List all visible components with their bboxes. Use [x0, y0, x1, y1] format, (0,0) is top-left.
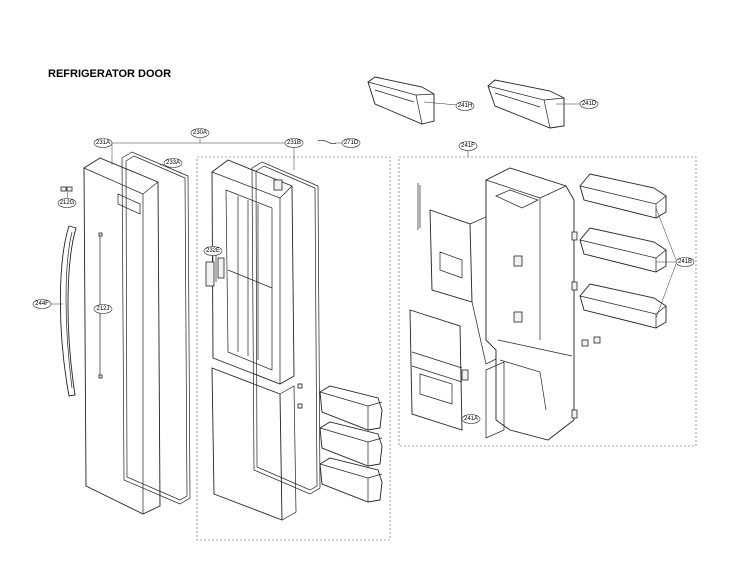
- callout-232E-label: 232E: [206, 248, 220, 254]
- callout-241F: 241F: [458, 141, 478, 151]
- callout-231A: 231A: [93, 138, 113, 148]
- callout-244F-label: 244F: [35, 301, 49, 307]
- callout-212J: 212J: [93, 304, 113, 314]
- left-door-231A: [83, 157, 161, 515]
- inner-liner-lower: [409, 183, 463, 431]
- callout-241F-label: 241F: [461, 143, 475, 149]
- handle-screws: [60, 186, 73, 192]
- callout-241B: 241B: [675, 257, 695, 267]
- callout-241H-label: 241H: [458, 103, 472, 109]
- callout-231B-label: 231B: [287, 140, 301, 146]
- callout-241A: 241A: [461, 414, 481, 424]
- callout-212J-label: 212J: [96, 306, 109, 312]
- small-bin-1: [319, 385, 383, 431]
- small-bin-2: [319, 421, 383, 467]
- diagram-title: REFRIGERATOR DOOR: [48, 68, 171, 80]
- inner-door-liner-241F: [461, 167, 578, 441]
- door-handle-244F: [59, 225, 77, 397]
- callout-241A-label: 241A: [464, 416, 478, 422]
- callout-233A-label: 233A: [166, 160, 180, 166]
- callout-241H: 241H: [455, 101, 475, 111]
- callout-241D: 241D: [579, 99, 599, 109]
- callout-241B-label: 241B: [678, 259, 692, 265]
- right-door-assembly-box: [196, 156, 391, 541]
- callout-233A: 233A: [163, 158, 183, 168]
- callout-231A-label: 231A: [96, 140, 110, 146]
- small-bin-3: [319, 457, 383, 503]
- bin-clips: [581, 336, 601, 347]
- door-bin-241D: [487, 79, 565, 129]
- right-door-gasket: [251, 161, 321, 495]
- callout-212G: 212G: [57, 198, 77, 208]
- wire-271D: [317, 139, 337, 145]
- callout-212G-label: 212G: [60, 200, 75, 206]
- door-bin-241B-top: [579, 173, 667, 219]
- door-gasket-233A: [121, 151, 191, 505]
- callout-230A: 230A: [190, 128, 210, 138]
- callout-271D: 271D: [341, 138, 361, 148]
- callout-271D-label: 271D: [344, 140, 359, 146]
- callout-241D-label: 241D: [582, 101, 597, 107]
- inner-door-assembly-box: [398, 156, 697, 447]
- callout-232E: 232E: [203, 246, 223, 256]
- inner-liner-upper: [429, 209, 503, 365]
- hinge-232E: [205, 254, 225, 287]
- callout-231B: 231B: [284, 138, 304, 148]
- door-bin-241H: [367, 76, 435, 125]
- right-door-frame-231B: [211, 159, 303, 521]
- callout-230A-label: 230A: [193, 130, 207, 136]
- door-bin-241B-middle: [579, 227, 667, 273]
- door-bin-241B-bottom: [579, 283, 667, 329]
- callout-244F: 244F: [32, 299, 52, 309]
